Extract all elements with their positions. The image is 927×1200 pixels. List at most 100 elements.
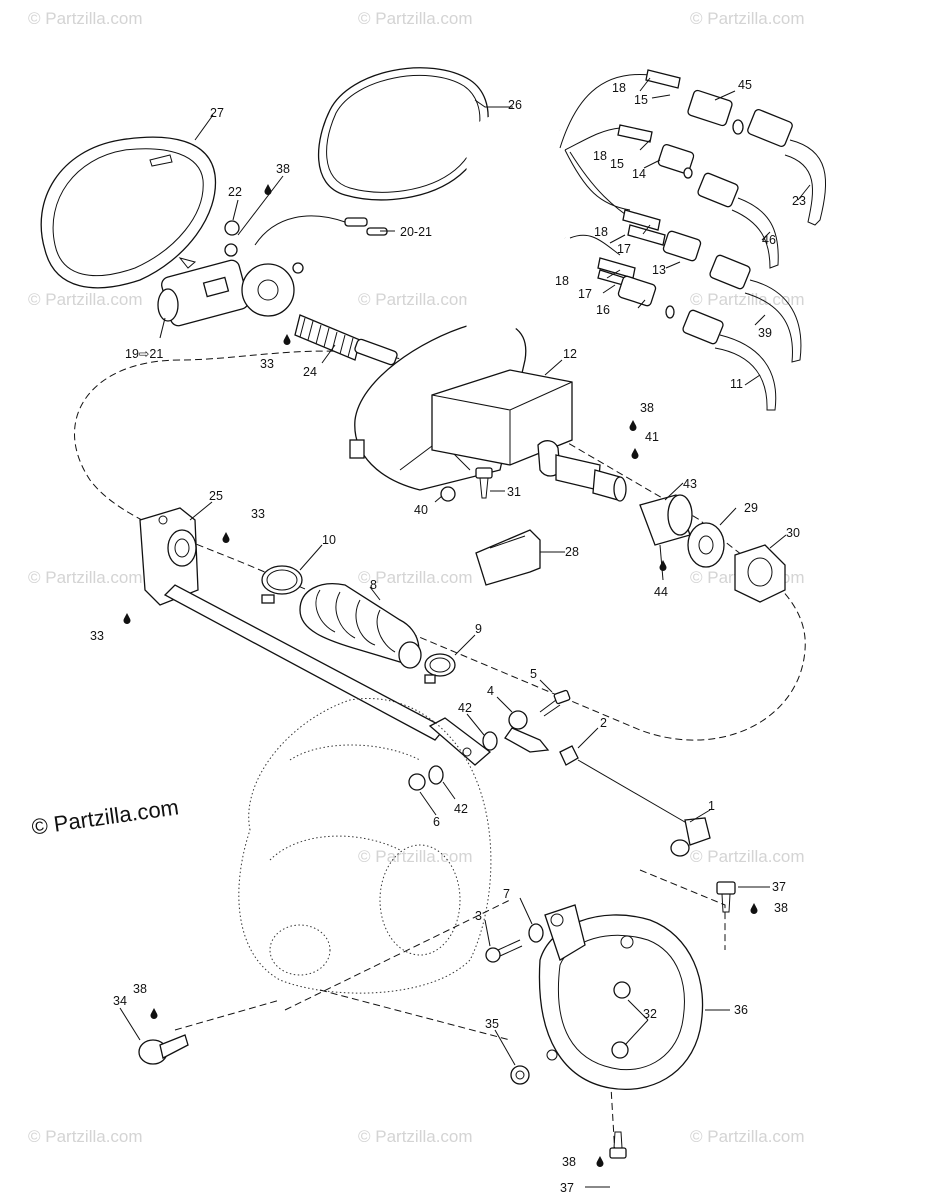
- callout-13: 13: [652, 263, 666, 277]
- part-42-washer-b: [428, 765, 444, 785]
- callout-23: 23: [792, 194, 806, 208]
- callout-42: 42: [458, 701, 472, 715]
- callout-36: 36: [734, 1003, 748, 1017]
- callout-37: 37: [560, 1181, 574, 1195]
- svg-text:© Partzilla.com: © Partzilla.com: [690, 1127, 805, 1146]
- callout-38: 38: [774, 901, 788, 915]
- svg-text:© Partzilla.com: © Partzilla.com: [358, 847, 473, 866]
- part-31-screw: [475, 467, 493, 499]
- part-42-washer-a: [482, 731, 498, 751]
- part-36-nozzle: [538, 904, 704, 1090]
- leader-dash: [284, 899, 511, 1011]
- svg-text:© Partzilla.com: © Partzilla.com: [358, 9, 473, 28]
- callout-8: 8: [370, 578, 377, 592]
- svg-text:© Partzilla.com: © Partzilla.com: [28, 290, 143, 309]
- callout-37: 37: [772, 880, 786, 894]
- part-7-washer: [528, 923, 544, 943]
- callout-35: 35: [485, 1017, 499, 1031]
- callout-18: 18: [612, 81, 626, 95]
- svg-text:© Partzilla.com: © Partzilla.com: [358, 290, 473, 309]
- callout-12: 12: [563, 347, 577, 361]
- part-29-washer: [687, 522, 725, 568]
- part-6-nut: [408, 773, 426, 791]
- part-20-connector: [344, 217, 368, 227]
- part-8-boot: [299, 583, 422, 669]
- part-40-grommet: [440, 486, 456, 502]
- part-26-belt: [317, 67, 489, 201]
- part-25-rod: [163, 584, 492, 766]
- callout-10: 10: [322, 533, 336, 547]
- callout-22: 22: [228, 185, 242, 199]
- callout-44: 44: [654, 585, 668, 599]
- svg-text:© Partzilla.com: © Partzilla.com: [690, 847, 805, 866]
- part-27-cover: [40, 136, 217, 289]
- callout-32: 32: [643, 1007, 657, 1021]
- callout-7: 7: [503, 887, 510, 901]
- callout-18: 18: [593, 149, 607, 163]
- callout-15: 15: [610, 157, 624, 171]
- callout-38: 38: [640, 401, 654, 415]
- callout-40: 40: [414, 503, 428, 517]
- part-10-clamp: [261, 565, 303, 604]
- callout-33: 33: [251, 507, 265, 521]
- part-34-bolt: [138, 1034, 189, 1065]
- callout-38: 38: [133, 982, 147, 996]
- callout-34: 34: [113, 994, 127, 1008]
- callout-33: 33: [90, 629, 104, 643]
- callout-38: 38: [562, 1155, 576, 1169]
- callout-33: 33: [260, 357, 274, 371]
- callout-27: 27: [210, 106, 224, 120]
- svg-text:© Partzilla.com: © Partzilla.com: [28, 1127, 143, 1146]
- part-37-bolt-top: [716, 881, 736, 913]
- part-1-rod: [577, 759, 711, 857]
- mating-connectors: [682, 109, 826, 411]
- terminals: [597, 69, 681, 286]
- callout-46: 46: [762, 233, 776, 247]
- callout-1: 1: [708, 799, 715, 813]
- callout-43: 43: [683, 477, 697, 491]
- part-5-bolt: [539, 689, 571, 717]
- part-24-worm-gear: [294, 314, 398, 366]
- callout-15: 15: [634, 93, 648, 107]
- callout-3: 3: [475, 909, 482, 923]
- callout-41: 41: [645, 430, 659, 444]
- callout-4: 4: [487, 684, 494, 698]
- svg-text:© Partzilla.com: © Partzilla.com: [690, 9, 805, 28]
- callout-20-21: 20-21: [400, 225, 432, 239]
- part-12-output-shaft: [537, 440, 627, 502]
- part-25-bracket: [139, 507, 199, 606]
- part-20-wire: [254, 215, 346, 246]
- leader-lines: [119, 77, 811, 1188]
- svg-text:© Partzilla.com: © Partzilla.com: [28, 9, 143, 28]
- callout-18: 18: [555, 274, 569, 288]
- callout-labels: 27 26 38 22 20-21 19⇨21 33 24 12 18 45 1…: [90, 78, 806, 1195]
- callout-11: 11: [730, 377, 743, 391]
- svg-text:© Partzilla.com: © Partzilla.com: [690, 290, 805, 309]
- part-22-nut: [224, 220, 240, 236]
- part-30-nut: [734, 544, 786, 603]
- part-2-nut: [559, 745, 579, 766]
- leader-dash: [319, 989, 511, 1041]
- part-28-bracket: [475, 529, 541, 586]
- callout-24: 24: [303, 365, 317, 379]
- part-4-ball-joint: [504, 710, 550, 753]
- callout-14: 14: [632, 167, 646, 181]
- callout-19-21: 19⇨21: [125, 347, 163, 361]
- callout-38: 38: [276, 162, 290, 176]
- callout-2: 2: [600, 716, 607, 730]
- callout-5: 5: [530, 667, 537, 681]
- part-37-bolt-bottom: [609, 1131, 627, 1159]
- callout-45: 45: [738, 78, 752, 92]
- callout-25: 25: [209, 489, 223, 503]
- callout-16: 16: [596, 303, 610, 317]
- leader-dash: [639, 869, 726, 950]
- callout-6: 6: [433, 815, 440, 829]
- svg-text:© Partzilla.com: © Partzilla.com: [358, 568, 473, 587]
- callout-9: 9: [475, 622, 482, 636]
- callout-17: 17: [617, 242, 631, 256]
- callout-28: 28: [565, 545, 579, 559]
- part-12-box: [431, 369, 573, 466]
- part-9-clamp: [424, 653, 456, 684]
- callout-31: 31: [507, 485, 521, 499]
